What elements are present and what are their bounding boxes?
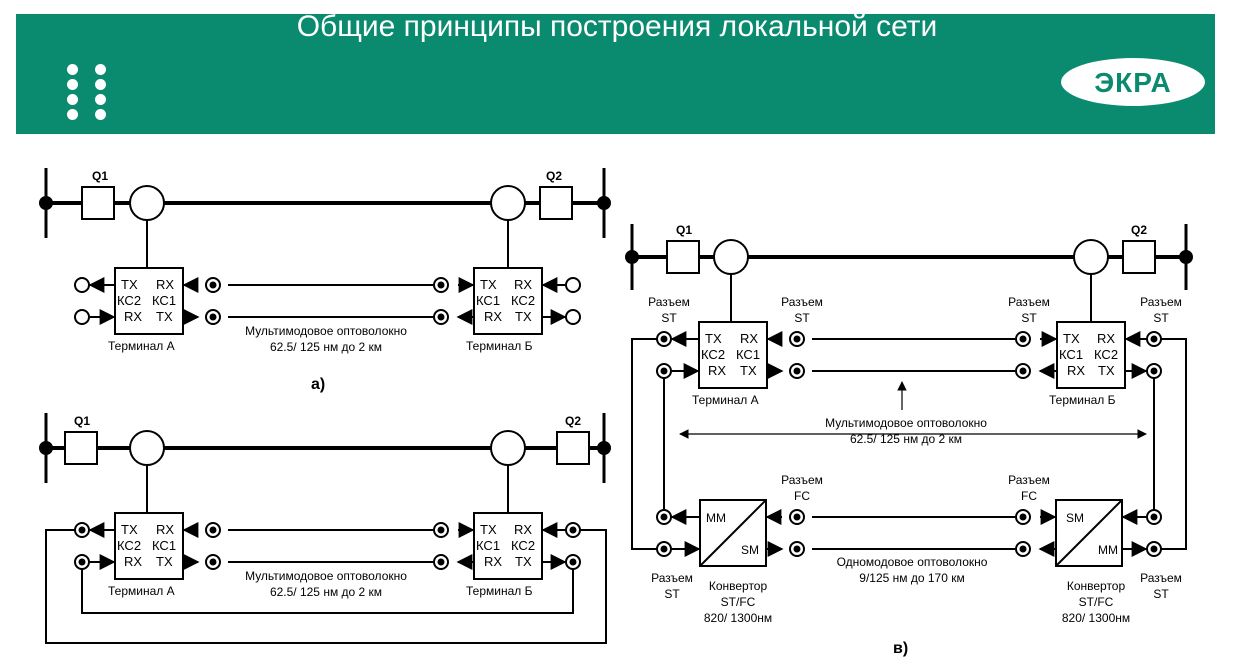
svg-text:КС1: КС1 <box>152 293 176 308</box>
svg-text:TX: TX <box>515 309 532 324</box>
svg-text:TX: TX <box>705 331 722 346</box>
svg-text:Терминал Б: Терминал Б <box>466 339 533 353</box>
svg-text:в): в) <box>893 640 908 657</box>
svg-text:Разъем: Разъем <box>651 571 693 585</box>
svg-text:820/ 1300нм: 820/ 1300нм <box>704 611 772 625</box>
svg-text:ST: ST <box>1021 311 1037 325</box>
svg-text:ST/FC: ST/FC <box>721 595 756 609</box>
svg-text:TX: TX <box>480 277 497 292</box>
svg-text:Q1: Q1 <box>92 169 108 183</box>
svg-text:КС2: КС2 <box>117 538 141 553</box>
svg-text:SM: SM <box>1066 511 1084 525</box>
svg-text:Разъем: Разъем <box>1008 473 1050 487</box>
svg-text:Конвертор: Конвертор <box>1067 579 1126 593</box>
svg-text:Терминал А: Терминал А <box>692 393 759 407</box>
svg-text:КС1: КС1 <box>152 538 176 553</box>
svg-text:Q2: Q2 <box>1131 223 1147 237</box>
svg-text:Q1: Q1 <box>74 414 90 428</box>
diagram-b <box>39 413 611 644</box>
diagram-a <box>39 168 611 335</box>
svg-text:ST: ST <box>661 311 677 325</box>
page-title: Общие принципы построения локальной сети <box>296 10 938 43</box>
svg-text:TX: TX <box>156 554 173 569</box>
svg-text:TX: TX <box>1063 331 1080 346</box>
svg-text:а): а) <box>311 376 325 393</box>
svg-text:КС2: КС2 <box>1094 347 1118 362</box>
svg-text:Разъем: Разъем <box>1140 295 1182 309</box>
svg-text:62.5/ 125 нм до 2 км: 62.5/ 125 нм до 2 км <box>270 340 382 354</box>
svg-text:FC: FC <box>794 489 810 503</box>
svg-text:TX: TX <box>156 309 173 324</box>
svg-text:Терминал Б: Терминал Б <box>1049 393 1116 407</box>
svg-text:9/125 нм до 170 км: 9/125 нм до 170 км <box>859 571 964 585</box>
svg-text:КС1: КС1 <box>476 293 500 308</box>
svg-text:Конвертор: Конвертор <box>709 579 768 593</box>
diagram-b-labels: Q1 Q2 TX RX КС2 КС1 RX TX Терминал А TX … <box>74 414 581 599</box>
svg-text:RX: RX <box>124 554 142 569</box>
diagram-c <box>625 224 1193 567</box>
svg-text:Мультимодовое оптоволокно: Мультимодовое оптоволокно <box>245 324 407 338</box>
svg-text:ЭКРА: ЭКРА <box>1094 67 1171 98</box>
svg-text:ST: ST <box>1153 311 1169 325</box>
svg-text:КС2: КС2 <box>511 293 535 308</box>
svg-text:КС2: КС2 <box>511 538 535 553</box>
svg-text:FC: FC <box>1021 489 1037 503</box>
svg-text:Q1: Q1 <box>676 223 692 237</box>
svg-text:RX: RX <box>156 522 174 537</box>
svg-text:ST: ST <box>794 311 810 325</box>
svg-text:MM: MM <box>706 511 726 525</box>
svg-text:ST/FC: ST/FC <box>1079 595 1114 609</box>
svg-text:КС1: КС1 <box>736 347 760 362</box>
svg-text:КС1: КС1 <box>476 538 500 553</box>
svg-text:RX: RX <box>740 331 758 346</box>
svg-text:TX: TX <box>1098 363 1115 378</box>
svg-text:Терминал Б: Терминал Б <box>466 584 533 598</box>
header-bar <box>16 14 1215 134</box>
diagram-a-labels: Q1 Q2 TX RX КС2 КС1 RX TX Терминал А TX … <box>92 169 562 393</box>
svg-text:TX: TX <box>515 554 532 569</box>
svg-text:RX: RX <box>1067 363 1085 378</box>
svg-text:MM: MM <box>1098 543 1118 557</box>
svg-text:RX: RX <box>514 277 532 292</box>
svg-text:Терминал А: Терминал А <box>108 584 175 598</box>
svg-text:TX: TX <box>480 522 497 537</box>
svg-text:КС1: КС1 <box>1059 347 1083 362</box>
svg-text:820/ 1300нм: 820/ 1300нм <box>1062 611 1130 625</box>
svg-text:КС2: КС2 <box>701 347 725 362</box>
svg-text:TX: TX <box>121 277 138 292</box>
svg-text:Q2: Q2 <box>565 414 581 428</box>
svg-text:RX: RX <box>124 309 142 324</box>
ekra-logo: ЭКРА <box>1061 58 1205 106</box>
svg-text:Одномодовое оптоволокно: Одномодовое оптоволокно <box>837 555 988 569</box>
svg-text:ST: ST <box>1153 587 1169 601</box>
svg-text:Мультимодовое оптоволокно: Мультимодовое оптоволокно <box>825 416 987 430</box>
svg-text:Разъем: Разъем <box>1140 571 1182 585</box>
diagram-c-labels: Q1 Q2 TX RX КС2 КС1 RX TX Терминал А TX … <box>648 223 1182 657</box>
svg-text:ST: ST <box>664 587 680 601</box>
svg-text:SM: SM <box>741 543 759 557</box>
svg-text:Разъем: Разъем <box>781 473 823 487</box>
svg-text:RX: RX <box>514 522 532 537</box>
svg-text:КС2: КС2 <box>117 293 141 308</box>
svg-text:Мультимодовое оптоволокно: Мультимодовое оптоволокно <box>245 569 407 583</box>
svg-text:Q2: Q2 <box>546 169 562 183</box>
svg-text:TX: TX <box>121 522 138 537</box>
svg-text:Терминал А: Терминал А <box>108 339 175 353</box>
svg-text:Разъем: Разъем <box>1008 295 1050 309</box>
svg-text:RX: RX <box>484 309 502 324</box>
svg-text:RX: RX <box>1097 331 1115 346</box>
svg-text:Разъем: Разъем <box>781 295 823 309</box>
svg-text:62.5/ 125 нм до 2 км: 62.5/ 125 нм до 2 км <box>270 585 382 599</box>
svg-text:RX: RX <box>708 363 726 378</box>
svg-text:Разъем: Разъем <box>648 295 690 309</box>
svg-text:62.5/ 125 нм до 2 км: 62.5/ 125 нм до 2 км <box>850 432 962 446</box>
svg-text:RX: RX <box>484 554 502 569</box>
svg-text:TX: TX <box>740 363 757 378</box>
svg-text:RX: RX <box>156 277 174 292</box>
